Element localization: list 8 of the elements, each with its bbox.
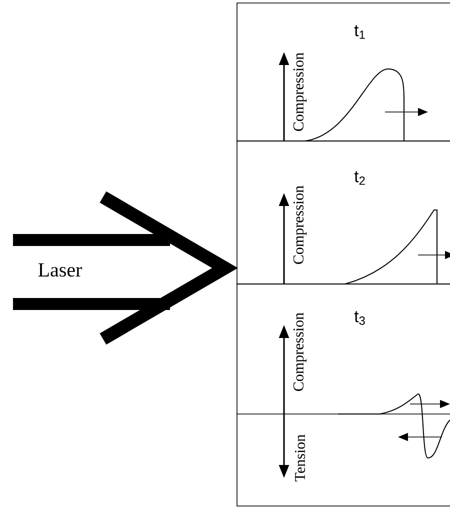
axis-label: Compression	[293, 186, 307, 264]
arrow-label: Laser	[38, 263, 82, 277]
time-label: t$_{1}$	[354, 25, 365, 39]
time-label: t$_{3}$	[354, 311, 365, 325]
time-label: t$_{2}$	[354, 171, 365, 185]
axis-label: Compression	[293, 312, 307, 391]
axis-label: Tension	[294, 434, 306, 482]
axis-label: Compression	[293, 52, 307, 131]
